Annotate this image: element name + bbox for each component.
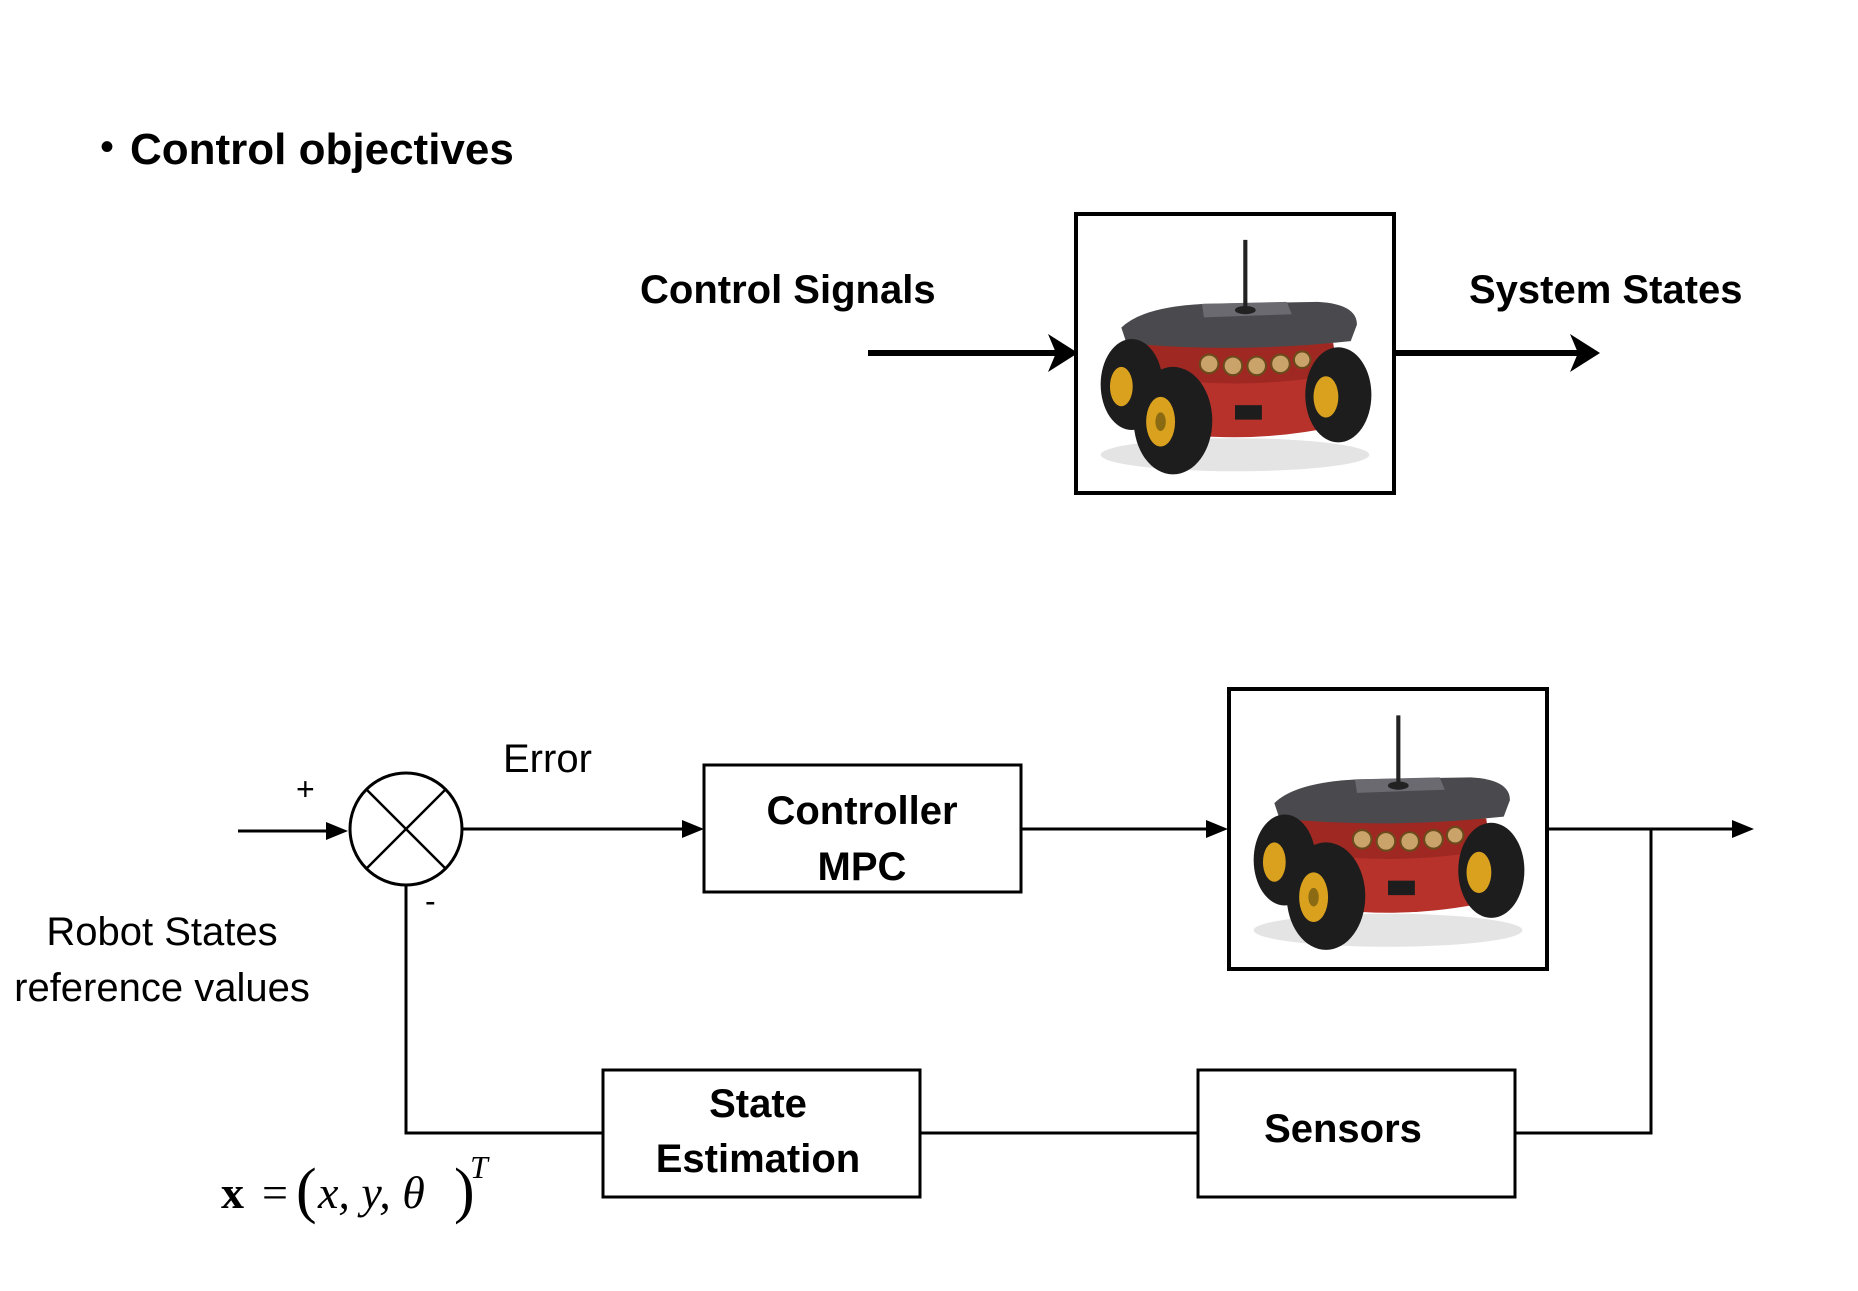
error-arrow-icon: [682, 820, 704, 838]
equation-open-paren: (: [296, 1157, 317, 1225]
equation-lhs: x: [221, 1167, 244, 1218]
feedback-line-left: [404, 885, 603, 1135]
equation-vars: x, y, θ: [317, 1167, 425, 1218]
input-arrow-icon: [1048, 334, 1078, 372]
state-vector-equation: x = ( x, y, θ ) T: [221, 1149, 490, 1225]
controller-label: Controller: [766, 789, 957, 833]
state-estimation-label-line1: State: [709, 1082, 807, 1126]
state-estimation-box: [601, 1068, 922, 1199]
system-output-arrow-icon: [1732, 820, 1754, 838]
feedback-line-right: [1515, 829, 1653, 1135]
error-label: Error: [503, 737, 592, 781]
output-arrow-icon: [1570, 334, 1600, 372]
control-signals-label: Control Signals: [640, 268, 936, 312]
summing-junction-cross-b: [365, 788, 447, 870]
reference-label-line2: reference values: [14, 966, 310, 1010]
sensors-label: Sensors: [1264, 1107, 1422, 1151]
plus-sign: +: [296, 771, 315, 807]
reference-label-line1: Robot States: [46, 910, 277, 954]
bullet-glyph: •: [100, 125, 114, 169]
equation-equals: =: [262, 1167, 288, 1218]
minus-sign: -: [425, 883, 436, 919]
controller-box: [702, 763, 1023, 894]
state-estimation-label-line2: Estimation: [656, 1137, 860, 1181]
system-states-label: System States: [1469, 268, 1742, 312]
slide-title: Control objectives: [130, 125, 514, 174]
equation-close-paren: ): [454, 1157, 475, 1225]
control-arrow-icon: [1206, 820, 1228, 838]
reference-arrow-icon: [326, 822, 348, 840]
equation-superscript: T: [470, 1149, 490, 1185]
controller-mpc-label: MPC: [818, 845, 907, 889]
